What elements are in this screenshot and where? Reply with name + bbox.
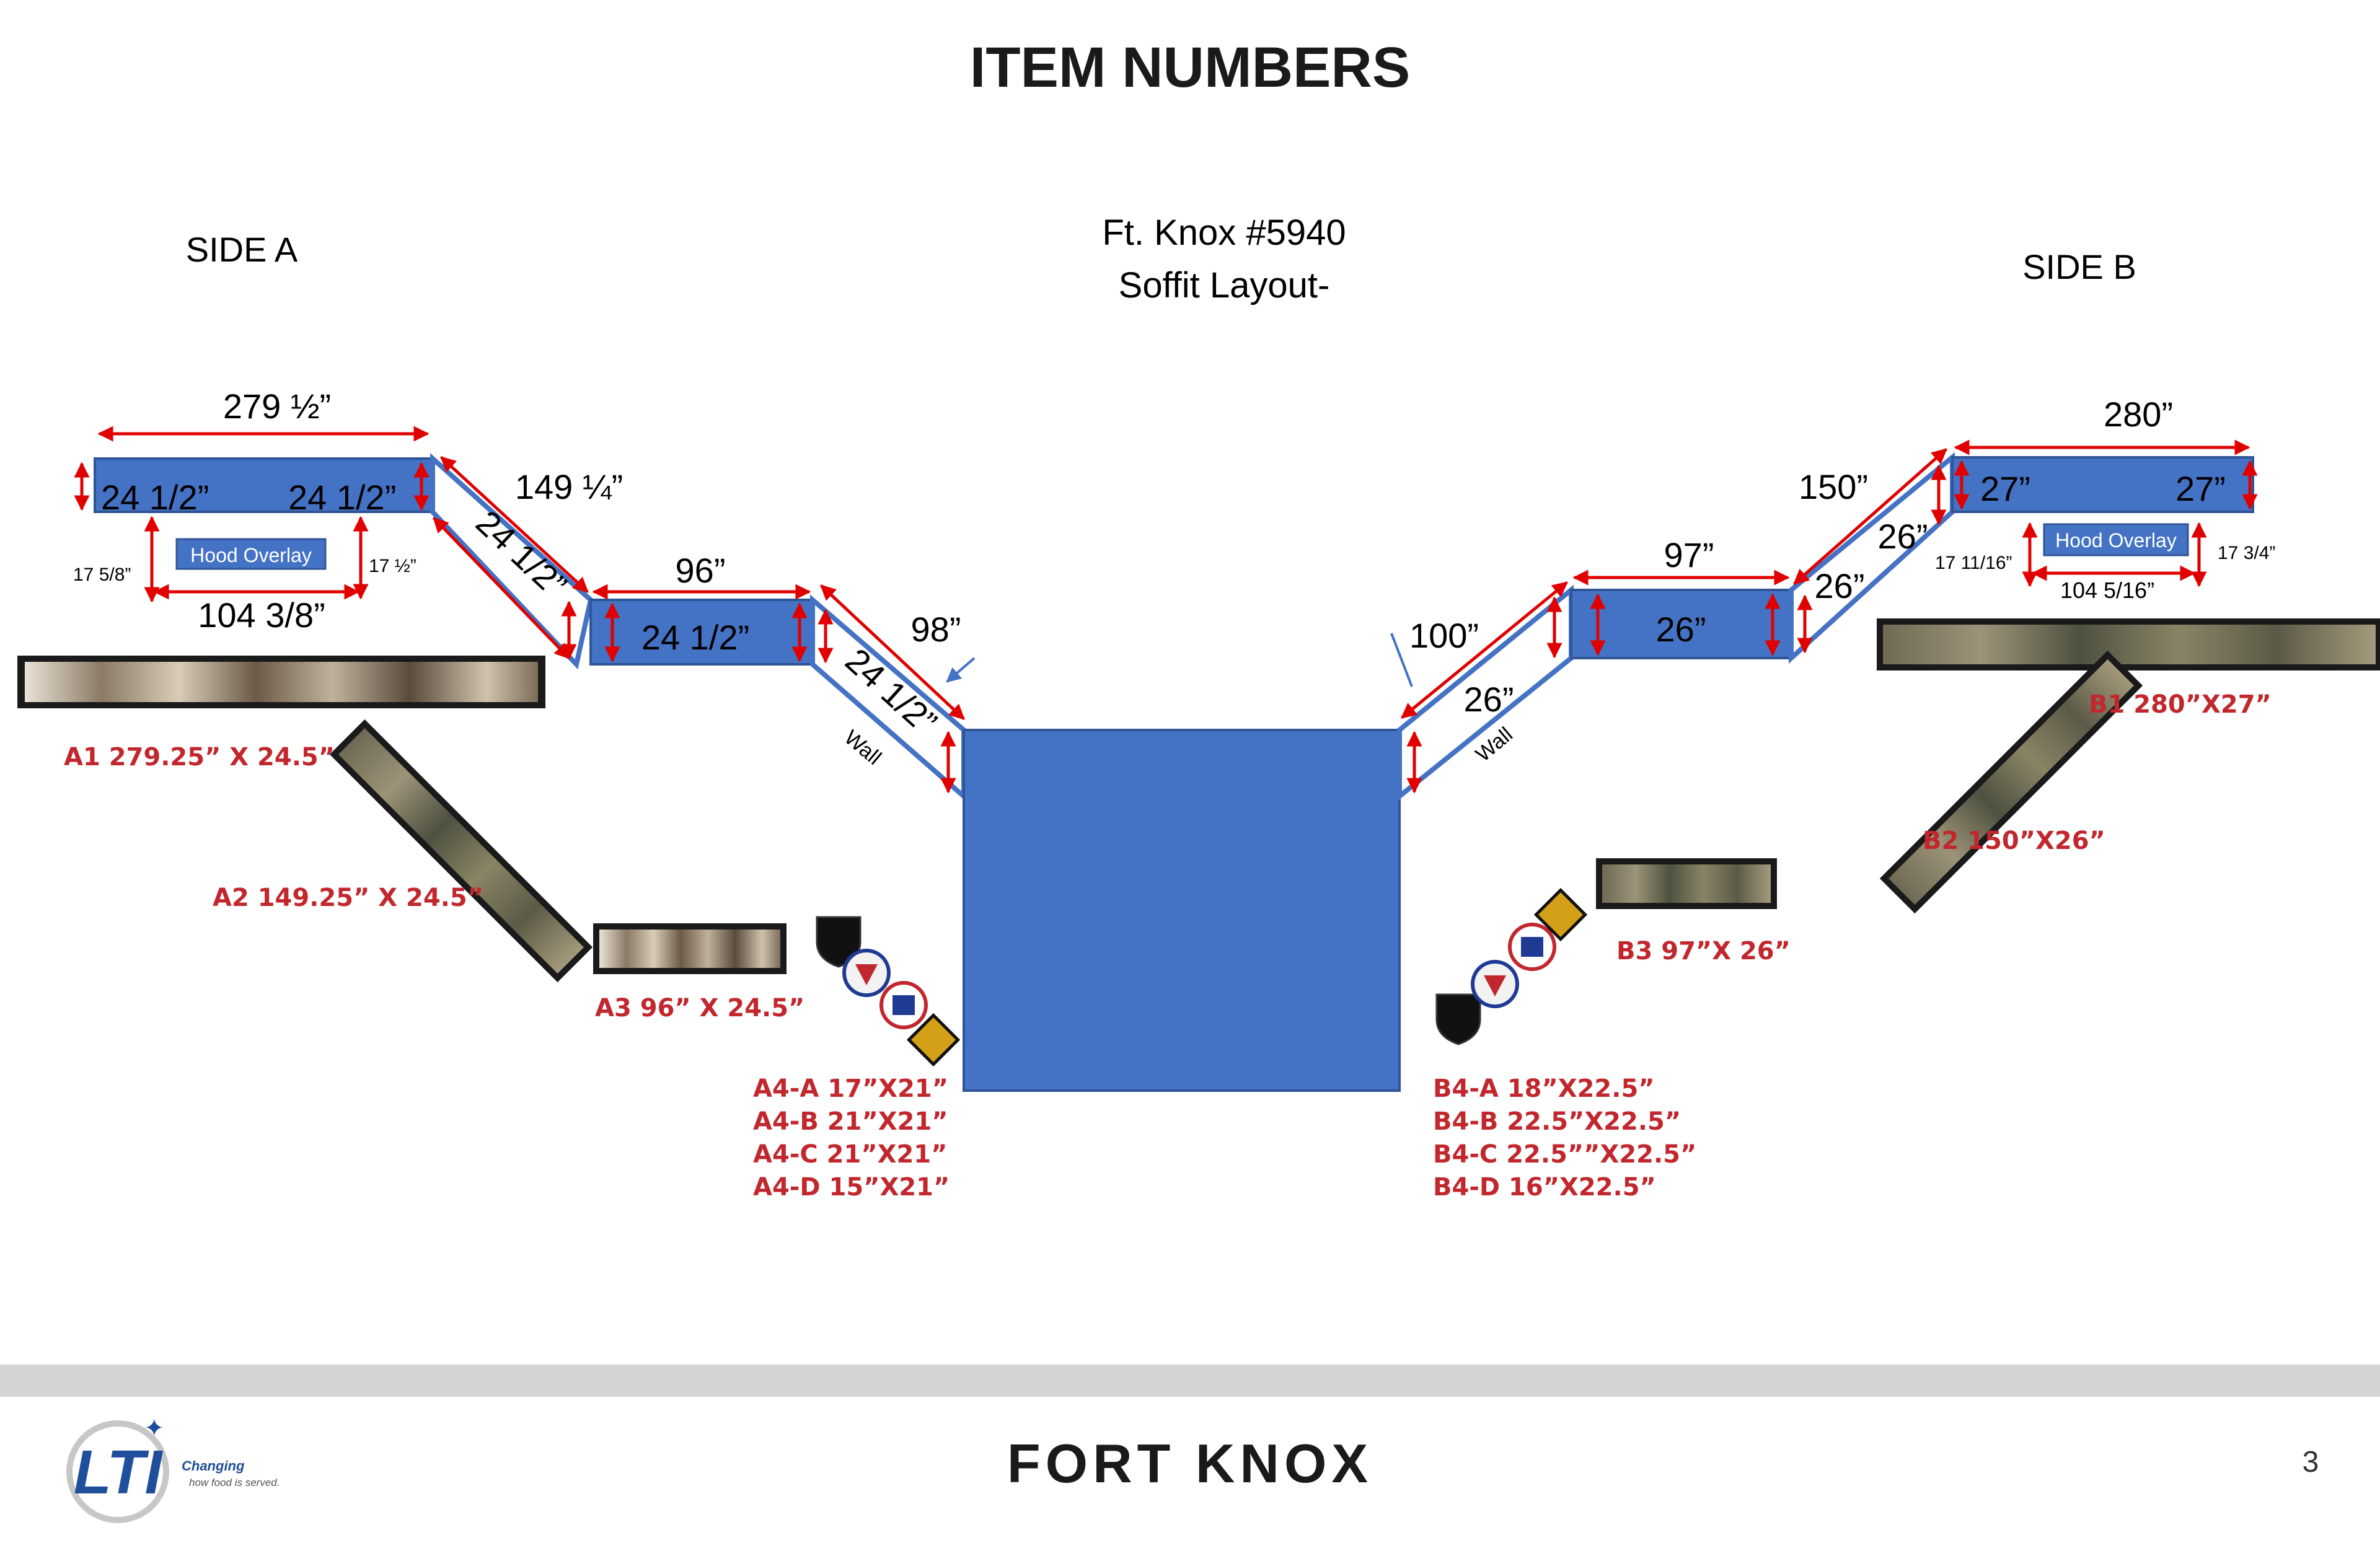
item-b4-label-1: B4-A 18”X22.5” bbox=[1433, 1075, 1655, 1103]
a-panel-height-right: 24 1/2” bbox=[288, 478, 396, 517]
item-a3-label: A3 96” X 24.5” bbox=[595, 994, 804, 1022]
b-hood-width: 104 5/16” bbox=[2060, 578, 2154, 603]
a-wall-pointer-arrow bbox=[946, 657, 976, 683]
a4-insignia-badges bbox=[816, 916, 961, 1067]
item-a1-label: A1 279.25” X 24.5” bbox=[64, 743, 335, 772]
dimension-arrows bbox=[74, 426, 2258, 794]
a-hood-left-height: 17 5/8” bbox=[73, 565, 131, 585]
b4-insignia-badges bbox=[1435, 887, 1588, 1045]
b1-photo-strip bbox=[1877, 618, 2380, 670]
a-diag2-length: 98” bbox=[911, 610, 961, 649]
item-a4-label-1: A4-A 17”X21” bbox=[753, 1075, 948, 1103]
item-b3-label: B3 97”X 26” bbox=[1616, 937, 1791, 965]
b-diag1-height-upper: 26” bbox=[1878, 517, 1928, 556]
b3-photo-strip bbox=[1596, 858, 1777, 909]
diamond-badge-icon bbox=[1533, 887, 1588, 942]
layout-title-line1: Ft. Knox #5940 bbox=[1102, 213, 1346, 253]
page-title: ITEM NUMBERS bbox=[970, 36, 1410, 99]
dimension-labels: 279 ½” 24 1/2” 24 1/2” 17 5/8” 17 ½” 104… bbox=[73, 387, 2275, 770]
b-mid-length: 97” bbox=[1664, 535, 1714, 574]
b-mid-height: 26” bbox=[1656, 610, 1706, 649]
item-graphics bbox=[17, 618, 2380, 983]
number-badge-emblem bbox=[1521, 937, 1543, 957]
b-diag1-length: 150” bbox=[1799, 467, 1868, 506]
a1-photo-strip bbox=[17, 656, 545, 708]
item-b4-label-3: B4-C 22.5””X22.5” bbox=[1433, 1140, 1696, 1169]
side-a-hood-overlay-box bbox=[175, 538, 327, 570]
b-diag1-length-arrow bbox=[1793, 448, 1947, 585]
b-diag1-height-lower: 26” bbox=[1815, 566, 1865, 605]
side-a-top-panel bbox=[94, 457, 434, 513]
b-wall-pointer-line bbox=[1390, 633, 1413, 687]
footer-divider-bar bbox=[0, 1365, 2380, 1397]
side-a-label: SIDE A bbox=[186, 230, 298, 269]
a-panel-height-left: 24 1/2” bbox=[101, 478, 209, 517]
logo-mark: LTI bbox=[74, 1438, 164, 1507]
diamond-badge-icon bbox=[906, 1013, 961, 1067]
logo-tagline-2: how food is served. bbox=[189, 1477, 280, 1488]
b-top-length: 280” bbox=[2104, 395, 2173, 434]
a-mid-height: 24 1/2” bbox=[641, 618, 749, 657]
a-hood-width: 104 3/8” bbox=[198, 596, 325, 635]
company-logo: LTI ✦ Changing how food is served. bbox=[66, 1415, 280, 1523]
side-a-hood-overlay-label: Hood Overlay bbox=[190, 544, 312, 566]
logo-ring-icon bbox=[66, 1420, 169, 1523]
item-a4-label-3: A4-C 21”X21” bbox=[753, 1140, 947, 1169]
side-b-label: SIDE B bbox=[2022, 247, 2136, 286]
side-b-hood-overlay-box bbox=[2043, 523, 2189, 556]
b-diag2-length: 100” bbox=[1409, 616, 1479, 655]
round-badge-emblem bbox=[855, 964, 878, 985]
shield-badge-icon bbox=[816, 916, 862, 968]
b-diag2-length-arrow bbox=[1401, 581, 1568, 719]
a-diag2-length-arrow bbox=[820, 584, 965, 720]
b2-photo-strip bbox=[1879, 650, 2143, 914]
a-diag1-height-arrow bbox=[433, 517, 570, 659]
a-mid-length: 96” bbox=[676, 551, 726, 590]
item-labels: A1 279.25” X 24.5” A2 149.25” X 24.5” A3… bbox=[64, 690, 2272, 1202]
logo-star-icon: ✦ bbox=[144, 1415, 165, 1442]
page-number: 3 bbox=[2303, 1446, 2319, 1479]
item-b2-label: B2 150”X26” bbox=[1923, 827, 2105, 855]
b-diag2-height: 26” bbox=[1464, 680, 1514, 719]
a2-photo-strip bbox=[329, 719, 593, 983]
round-badge-emblem bbox=[1484, 975, 1506, 996]
shield-badge-icon bbox=[1435, 993, 1481, 1045]
a-diag1-length: 149 ¼” bbox=[515, 467, 623, 506]
item-a2-label: A2 149.25” X 24.5” bbox=[213, 884, 483, 912]
b-panel-height-right: 27” bbox=[2175, 469, 2226, 508]
side-a-mid-panel bbox=[589, 599, 814, 666]
logo-tagline-1: Changing bbox=[182, 1458, 245, 1474]
number-badge-emblem bbox=[892, 995, 915, 1015]
b-panel-height-left: 27” bbox=[1980, 469, 2030, 508]
item-a4-label-4: A4-D 15”X21” bbox=[753, 1173, 950, 1202]
item-b1-label: B1 280”X27” bbox=[2089, 690, 2272, 719]
layout-title-line2: Soffit Layout- bbox=[1119, 265, 1330, 306]
footer-title: FORT KNOX bbox=[1007, 1433, 1373, 1494]
b-hood-left-height: 17 11/16” bbox=[1935, 553, 2012, 573]
a-hood-right-height: 17 ½” bbox=[369, 556, 416, 576]
item-a4-label-2: A4-B 21”X21” bbox=[753, 1107, 948, 1136]
a3-photo-strip bbox=[593, 923, 787, 974]
item-b4-label-4: B4-D 16”X22.5” bbox=[1433, 1173, 1656, 1202]
item-b4-label-2: B4-B 22.5”X22.5” bbox=[1433, 1107, 1681, 1136]
center-block bbox=[963, 729, 1401, 1092]
a-wall-label: Wall bbox=[840, 726, 886, 770]
a-top-length: 279 ½” bbox=[223, 387, 331, 426]
side-b-hood-overlay-label: Hood Overlay bbox=[2055, 529, 2177, 552]
side-b-mid-panel bbox=[1570, 589, 1792, 659]
b-hood-right-height: 17 3/4” bbox=[2218, 543, 2275, 563]
